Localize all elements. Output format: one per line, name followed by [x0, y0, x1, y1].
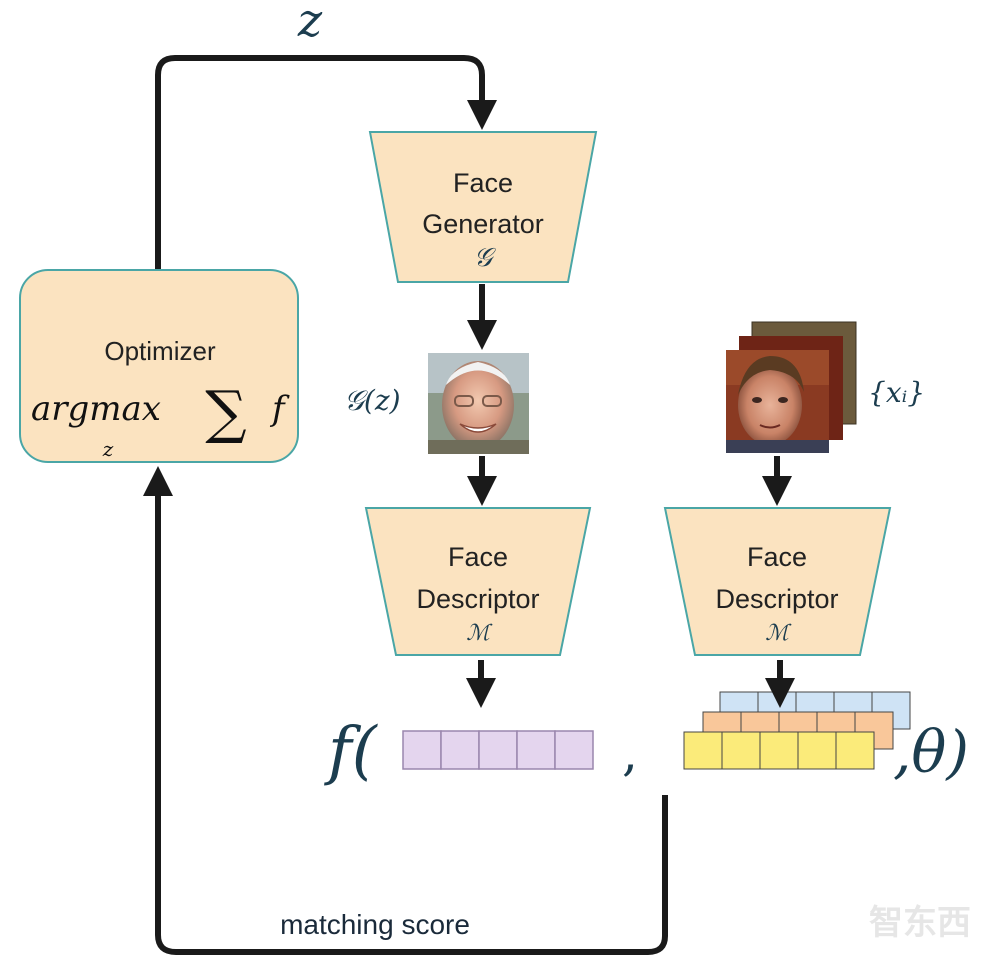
function-open: f( [324, 714, 379, 788]
loop-variable-label: z [297, 0, 323, 47]
face-generator-block: Face Generator 𝒢 [368, 131, 598, 283]
face-descriptor-left-line2: Descriptor [416, 584, 539, 614]
dataset-image-stack [726, 321, 857, 453]
face-generator-line2: Generator [422, 209, 544, 239]
generated-face-image [428, 353, 529, 454]
generated-face-label: 𝒢(z) [344, 384, 401, 417]
face-generator-line1: Face [453, 168, 513, 198]
optimizer-block: Optimizer argmax z ∑ f [19, 269, 299, 463]
matching-score-label: matching score [280, 909, 470, 940]
dataset-label: {xᵢ} [868, 376, 925, 409]
function-close: ,θ) [893, 718, 969, 786]
face-generator-symbol: 𝒢 [474, 243, 497, 273]
dataset-feature-vectors [683, 691, 911, 770]
optimizer-argmax: argmax [31, 389, 161, 429]
face-descriptor-right-block: Face Descriptor ℳ [663, 507, 892, 656]
loop-arrow-top [155, 55, 497, 270]
loop-arrow-bottom [143, 466, 668, 955]
function-comma: , [622, 724, 638, 782]
optimizer-argmax-subscript: z [102, 437, 114, 461]
optimizer-sum-symbol: ∑ [205, 378, 246, 446]
face-descriptor-right-line1: Face [747, 542, 807, 572]
face-descriptor-right-symbol: ℳ [765, 621, 792, 646]
face-descriptor-left-symbol: ℳ [466, 621, 493, 646]
optimizer-title: Optimizer [104, 336, 216, 366]
face-descriptor-right-line2: Descriptor [715, 584, 838, 614]
generated-feature-vector [402, 730, 594, 770]
face-descriptor-left-block: Face Descriptor ℳ [364, 507, 592, 656]
watermark: 智东西 [869, 903, 971, 942]
face-descriptor-left-line1: Face [448, 542, 508, 572]
